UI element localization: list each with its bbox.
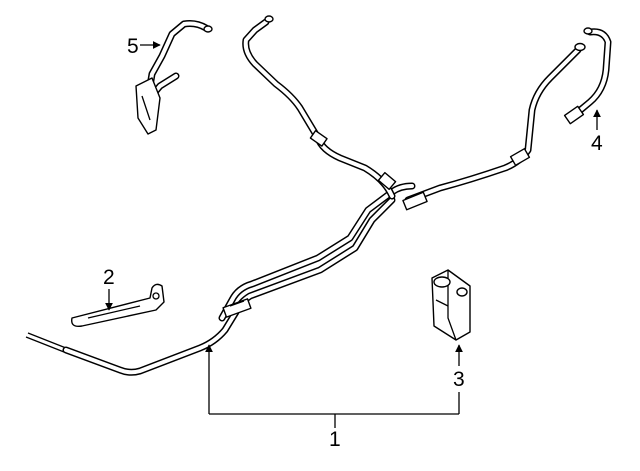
- valve-block-part: [431, 269, 471, 341]
- callout-3: 3: [453, 368, 465, 391]
- callout-4: 4: [591, 132, 603, 155]
- leader-lines: [105, 41, 601, 428]
- cooler-line-assembly: [25, 15, 586, 376]
- hose-part-4: [563, 27, 612, 125]
- hose-part-5: [135, 20, 213, 135]
- callout-1: 1: [329, 428, 341, 451]
- callout-5: 5: [127, 35, 139, 58]
- callout-2: 2: [103, 266, 115, 289]
- bracket-part: [71, 283, 165, 328]
